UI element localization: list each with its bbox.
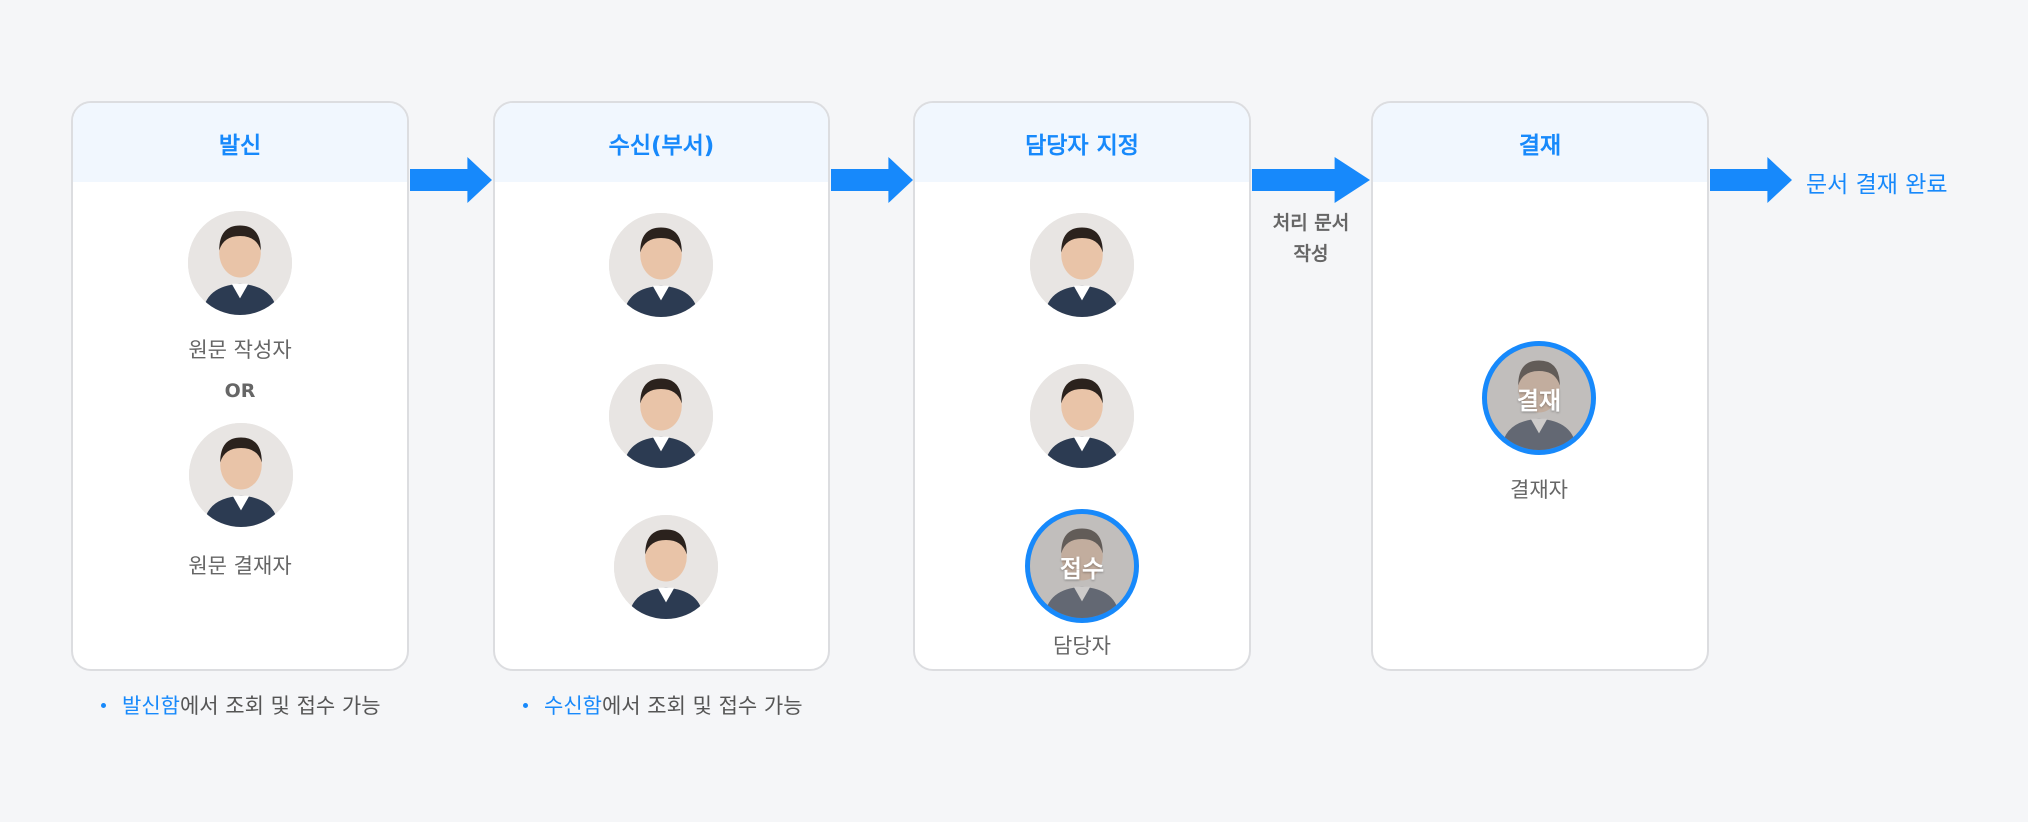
note-text: 에서 조회 및 접수 가능: [601, 694, 803, 718]
final-label: 문서 결재 완료: [1806, 172, 1948, 198]
member-avatar: [609, 213, 713, 317]
approve-badge: 결재: [1516, 386, 1562, 415]
member-avatar: [1030, 364, 1134, 468]
step-card-send: 발신: [71, 101, 409, 671]
step-title: 수신(부서): [495, 103, 828, 182]
process-label-line2: 작성: [1293, 243, 1329, 265]
member-avatar: [1030, 213, 1134, 317]
process-label-line1: 처리 문서: [1272, 212, 1350, 234]
author-avatar: [188, 211, 292, 315]
approver-label: 원문 결재자: [188, 554, 292, 578]
process-label: 처리 문서 작성: [1273, 208, 1350, 270]
approver-avatar: [189, 423, 293, 527]
member-avatar: [609, 364, 713, 468]
sent-box-link: 발신함: [122, 694, 180, 718]
bullet-icon: [523, 702, 528, 708]
arrow-right-icon: [1710, 157, 1792, 203]
approver-final-avatar: 결재: [1482, 341, 1596, 455]
step-card-assign: 담당자 지정: [913, 101, 1251, 671]
step-title: 결재: [1373, 103, 1707, 182]
inbox-link: 수신함: [544, 694, 602, 718]
assignee-label: 담당자: [1053, 634, 1111, 658]
author-label: 원문 작성자: [188, 338, 292, 362]
note-text: 에서 조회 및 접수 가능: [179, 694, 381, 718]
assignee-avatar: 접수: [1025, 509, 1139, 623]
step-title: 발신: [73, 103, 407, 182]
arrow-right-icon: [831, 157, 913, 203]
arrow-right-icon: [1252, 157, 1370, 203]
step-title: 담당자 지정: [915, 103, 1249, 182]
approver-final-label: 결재자: [1510, 478, 1568, 502]
member-avatar: [614, 515, 718, 619]
or-label: OR: [224, 380, 256, 402]
bullet-icon: [101, 702, 106, 708]
arrow-right-icon: [410, 157, 492, 203]
receive-badge: 접수: [1059, 554, 1105, 583]
